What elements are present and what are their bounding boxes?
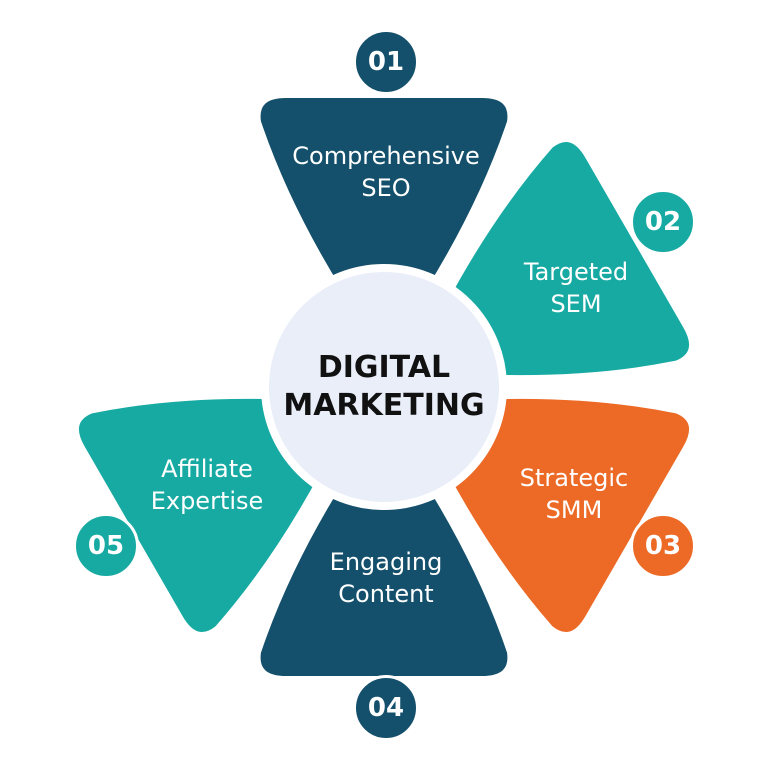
number-badge-01: 01: [353, 29, 419, 95]
number-badge-03: 03: [630, 513, 696, 579]
label-line: SEM: [550, 290, 602, 318]
number-badge-04: 04: [353, 675, 419, 741]
center-title-line2: MARKETING: [283, 388, 485, 423]
center-circle: DIGITAL MARKETING: [261, 264, 507, 510]
petal-label-04: Engaging Content: [286, 546, 486, 610]
label-line: Strategic: [519, 464, 629, 492]
center-title-line1: DIGITAL: [317, 350, 451, 385]
petal-01: [254, 92, 514, 295]
petal-05: [72, 392, 327, 639]
label-line: Comprehensive: [292, 142, 480, 170]
label-line: SEO: [361, 174, 411, 202]
label-line: Expertise: [150, 487, 264, 515]
petal-03: [441, 392, 696, 639]
number-badge-02: 02: [630, 189, 696, 255]
label-line: Engaging: [329, 548, 443, 576]
petal-02: [441, 135, 696, 382]
label-line: Targeted: [523, 258, 629, 286]
label-line: Content: [338, 580, 434, 608]
petal-04: [254, 479, 514, 682]
petal-label-03: Strategic SMM: [474, 462, 674, 526]
label-line: Affiliate: [161, 455, 253, 483]
petal-label-05: Affiliate Expertise: [107, 453, 307, 517]
petal-label-01: Comprehensive SEO: [286, 140, 486, 204]
label-line: SMM: [545, 496, 603, 524]
petal-label-02: Targeted SEM: [476, 256, 676, 320]
number-badge-05: 05: [73, 513, 139, 579]
